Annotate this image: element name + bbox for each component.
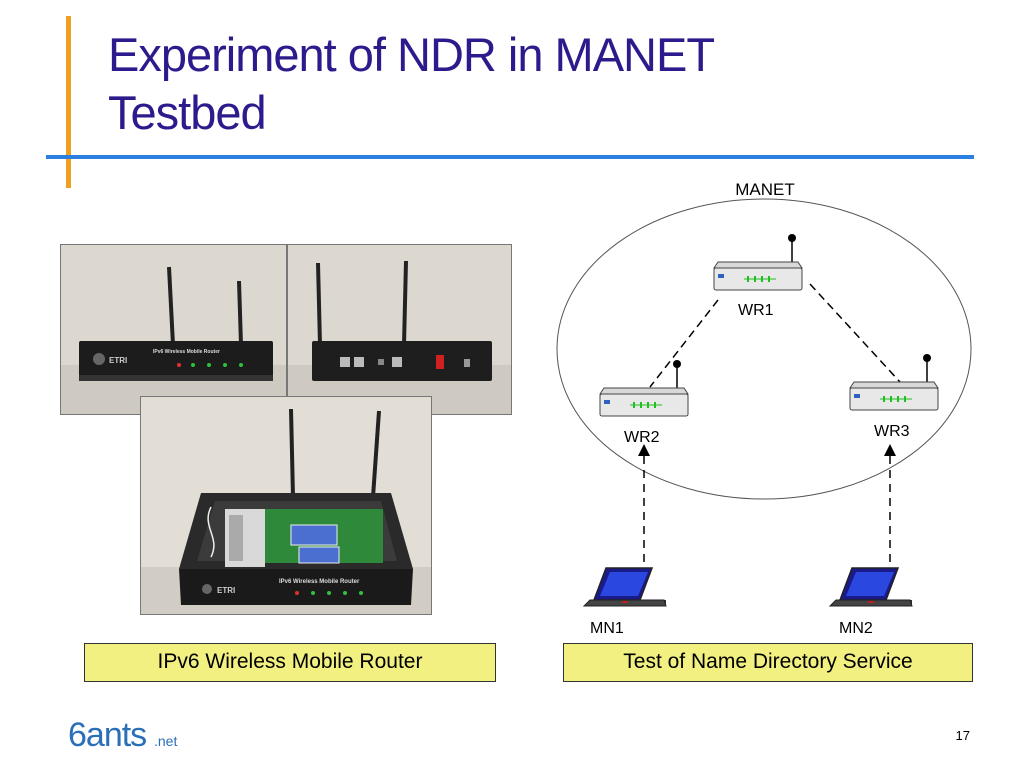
logo-main: 6ants — [68, 716, 146, 754]
mobile-node-mn2: MN2 — [829, 567, 913, 637]
photo-router-rear — [287, 244, 512, 415]
manet-label: MANET — [735, 180, 795, 199]
page-number: 17 — [955, 728, 970, 743]
router-internals-label: IPv6 Wireless Mobile Router — [279, 579, 360, 585]
router-node-wr1: WR1 — [713, 234, 803, 319]
title-line-1: Experiment of NDR in MANET — [108, 28, 715, 81]
photo-router-front: ETRI IPv6 Wireless Mobile Router — [60, 244, 287, 415]
title-line-2: Testbed — [108, 86, 267, 139]
manet-diagram: MANET WR1 WR2 WR3 MN1 MN2 — [556, 180, 972, 637]
router-front-label: IPv6 Wireless Mobile Router — [153, 349, 220, 355]
mobile-node-mn1: MN1 — [583, 567, 667, 637]
router-front-brand: ETRI — [109, 356, 127, 365]
router-label-wr3: WR3 — [874, 423, 910, 440]
6ants-logo: 6ants .net — [68, 716, 177, 754]
router-label-wr2: WR2 — [624, 429, 660, 446]
logo-suffix: .net — [154, 733, 177, 749]
caption-router: IPv6 Wireless Mobile Router — [84, 643, 496, 682]
router-internals-brand: ETRI — [217, 586, 235, 595]
mobile-label-mn2: MN2 — [839, 620, 873, 637]
accent-bar — [66, 16, 71, 188]
mobile-label-mn1: MN1 — [590, 620, 624, 637]
router-node-wr2: WR2 — [599, 360, 689, 446]
router-node-wr3: WR3 — [849, 354, 939, 440]
title-divider — [46, 155, 974, 159]
router-label-wr1: WR1 — [738, 302, 774, 319]
slide-title: Experiment of NDR in MANET Testbed — [108, 26, 968, 142]
caption-name-directory: Test of Name Directory Service — [563, 643, 973, 682]
photo-router-internals: ETRI IPv6 Wireless Mobile Router — [140, 396, 432, 615]
